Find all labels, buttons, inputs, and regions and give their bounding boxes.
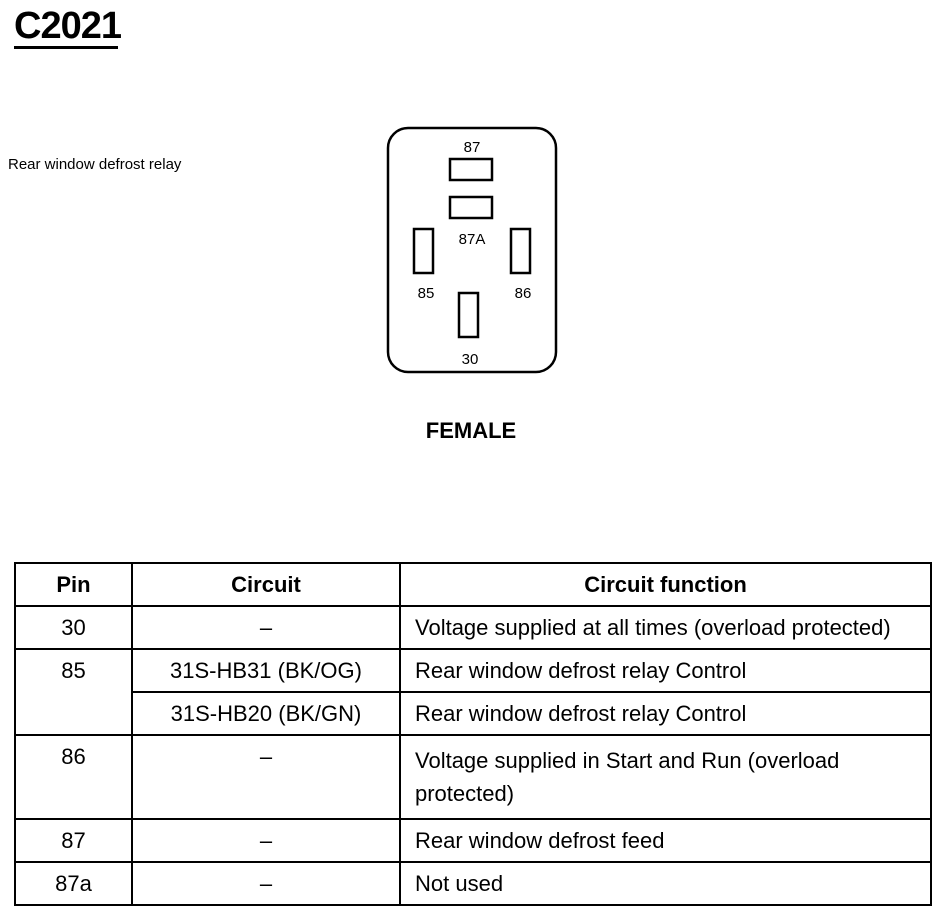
pin-cell: 85 [14, 648, 133, 736]
terminal-85 [412, 227, 435, 275]
pin-label-87: 87 [464, 139, 481, 156]
pin-cell: 86 [14, 734, 133, 820]
connector-face-diagram: 87 87A 85 86 30 [386, 126, 558, 374]
circuit-cell: – [131, 734, 401, 820]
pin-label-87a: 87A [459, 231, 486, 248]
title-underline [14, 46, 118, 49]
table-row: 30 – Voltage supplied at all times (over… [14, 605, 932, 650]
circuit-cell: 31S-HB20 (BK/GN) [131, 691, 401, 736]
terminal-30 [457, 291, 480, 339]
connector-housing [386, 126, 558, 374]
function-cell: Voltage supplied at all times (overload … [399, 605, 932, 650]
function-cell: Rear window defrost relay Control [399, 648, 932, 693]
header-circuit: Circuit [131, 562, 401, 607]
table-row: 85 31S-HB31 (BK/OG) Rear window defrost … [14, 648, 932, 736]
circuit-cell: – [131, 818, 401, 863]
pin-cell: 30 [14, 605, 133, 650]
table-row: 31S-HB20 (BK/GN) Rear window defrost rel… [15, 691, 932, 736]
function-cell: Voltage supplied in Start and Run (overl… [399, 734, 932, 820]
pin-label-86: 86 [515, 285, 532, 302]
table-header-row: Pin Circuit Circuit function [14, 562, 932, 607]
terminal-87 [448, 157, 494, 182]
circuit-cell: – [131, 605, 401, 650]
connector-title: C2021 [14, 5, 122, 47]
pinout-table: Pin Circuit Circuit function 30 – Voltag… [14, 562, 932, 906]
function-cell: Rear window defrost relay Control [399, 691, 932, 736]
header-circuit-function: Circuit function [399, 562, 932, 607]
pin-label-30: 30 [462, 351, 479, 368]
circuit-cell: – [131, 861, 401, 906]
pin-cell: 87 [14, 818, 133, 863]
table-row: 87a – Not used [14, 861, 932, 906]
connector-view-label: FEMALE [425, 418, 517, 443]
table-row: 86 – Voltage supplied in Start and Run (… [14, 734, 932, 820]
terminal-87a [448, 195, 494, 220]
table-row: 87 – Rear window defrost feed [14, 818, 932, 863]
terminal-86 [509, 227, 532, 275]
function-cell: Not used [399, 861, 932, 906]
function-cell: Rear window defrost feed [399, 818, 932, 863]
pin-cell: 87a [14, 861, 133, 906]
pin-label-85: 85 [418, 285, 435, 302]
header-pin: Pin [14, 562, 133, 607]
connector-description: Rear window defrost relay [8, 156, 182, 173]
circuit-cell: 31S-HB31 (BK/OG) [131, 648, 401, 693]
